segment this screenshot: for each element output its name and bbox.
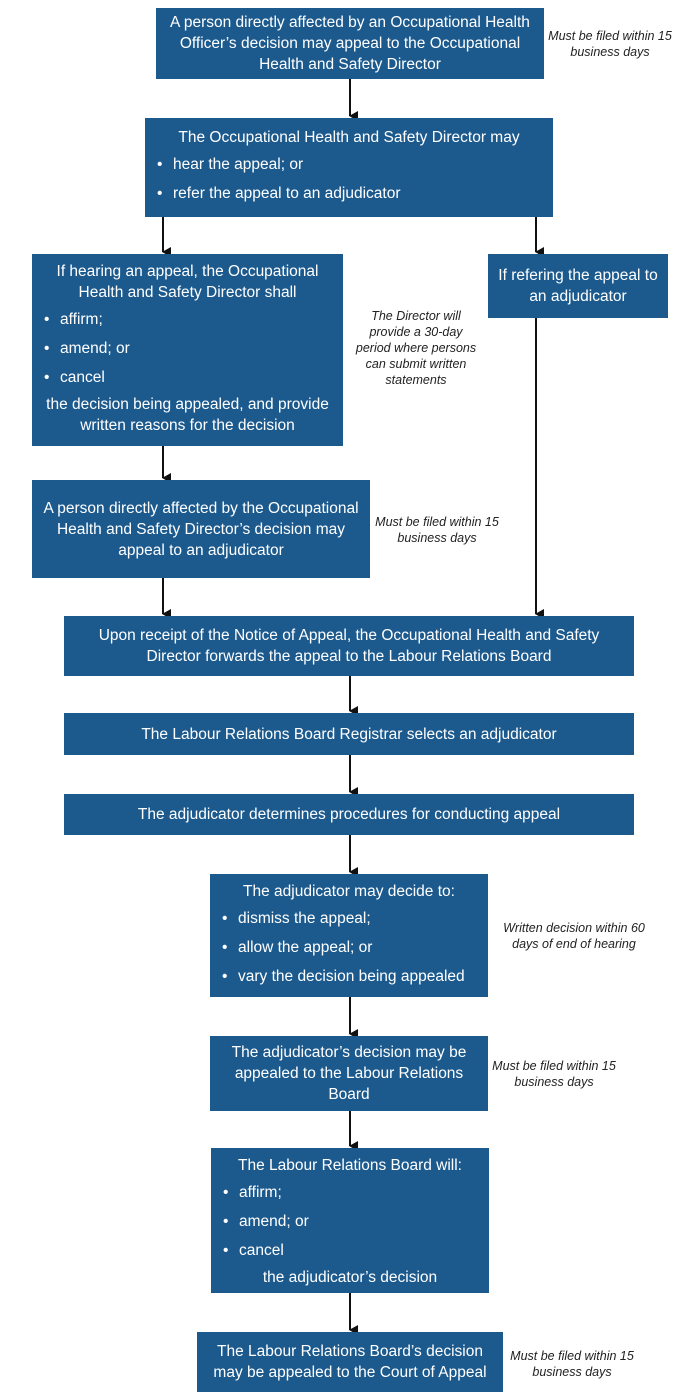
note-filing-deadline-3: Must be filed within 15 business days	[492, 1059, 616, 1089]
box-appeal-to-adjudicator: A person directly affected by the Occupa…	[32, 480, 370, 578]
note-filing-deadline-2: Must be filed within 15 business days	[375, 515, 499, 545]
list-item: allow the appeal; or	[222, 937, 478, 958]
box-hearing-outcomes: If hearing an appeal, the Occupational H…	[32, 254, 343, 446]
list-item: refer the appeal to an adjudicator	[157, 183, 543, 204]
box-refer-adjudicator: If refering the appeal to an adjudicator	[488, 254, 668, 318]
option-list: affirm; amend; or cancel	[42, 309, 333, 388]
list-item: dismiss the appeal;	[222, 908, 478, 929]
box-text: The Labour Relations Board Registrar sel…	[141, 725, 557, 743]
list-item: amend; or	[44, 338, 333, 359]
box-text: Upon receipt of the Notice of Appeal, th…	[98, 627, 600, 665]
box-tail: the decision being appealed, and provide…	[46, 396, 329, 434]
list-item: cancel	[223, 1240, 479, 1261]
box-text: If refering the appeal to an adjudicator	[498, 267, 658, 305]
box-tail: the adjudicator’s decision	[262, 1269, 438, 1286]
box-text: The adjudicator’s decision may be appeal…	[231, 1044, 467, 1103]
box-text: A person directly affected by an Occupat…	[170, 14, 530, 73]
note-written-decision: Written decision within 60 days of end o…	[503, 921, 645, 951]
box-registrar-selects: The Labour Relations Board Registrar sel…	[64, 713, 634, 755]
box-director-options: The Occupational Health and Safety Direc…	[145, 118, 553, 217]
option-list: hear the appeal; or refer the appeal to …	[155, 154, 543, 204]
box-appeal-to-board: The adjudicator’s decision may be appeal…	[210, 1036, 488, 1111]
box-adjudicator-decision: The adjudicator may decide to: dismiss t…	[210, 874, 488, 997]
box-court-of-appeal: The Labour Relations Board’s decision ma…	[197, 1332, 503, 1392]
list-item: amend; or	[223, 1211, 479, 1232]
note-filing-deadline-1: Must be filed within 15 business days	[548, 29, 672, 59]
box-board-outcomes: The Labour Relations Board will: affirm;…	[211, 1148, 489, 1293]
list-item: affirm;	[223, 1182, 479, 1203]
list-item: hear the appeal; or	[157, 154, 543, 175]
box-heading: The Labour Relations Board will:	[237, 1157, 462, 1174]
note-30-day-period: The Director will provide a 30-day perio…	[355, 309, 477, 387]
list-item: cancel	[44, 367, 333, 388]
box-text: A person directly affected by the Occupa…	[43, 499, 359, 559]
box-heading: If hearing an appeal, the Occupational H…	[56, 263, 319, 301]
box-initial-appeal: A person directly affected by an Occupat…	[156, 8, 544, 79]
box-heading: The Occupational Health and Safety Direc…	[178, 129, 520, 146]
list-item: affirm;	[44, 309, 333, 330]
list-item: vary the decision being appealed	[222, 966, 478, 987]
box-notice-of-appeal: Upon receipt of the Notice of Appeal, th…	[64, 616, 634, 676]
note-filing-deadline-4: Must be filed within 15 business days	[510, 1349, 634, 1379]
box-text: The adjudicator determines procedures fo…	[137, 806, 561, 823]
option-list: affirm; amend; or cancel	[221, 1182, 479, 1261]
box-procedures: The adjudicator determines procedures fo…	[64, 794, 634, 835]
box-text: The Labour Relations Board’s decision ma…	[213, 1343, 487, 1381]
box-heading: The adjudicator may decide to:	[243, 883, 455, 900]
option-list: dismiss the appeal; allow the appeal; or…	[220, 908, 478, 987]
